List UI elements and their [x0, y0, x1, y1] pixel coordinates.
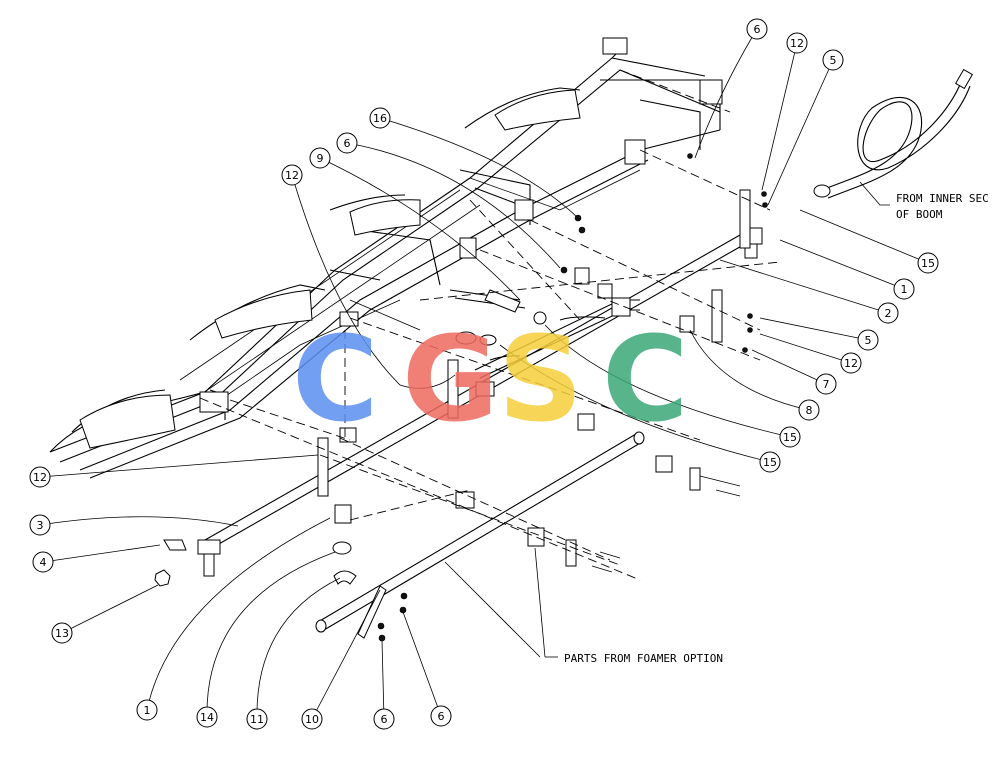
callout-12: 12 [281, 164, 303, 186]
svg-text:12: 12 [844, 357, 858, 370]
svg-text:6: 6 [754, 23, 761, 36]
svg-text:9: 9 [317, 152, 324, 165]
svg-text:12: 12 [285, 169, 299, 182]
callout-9: 9 [309, 147, 331, 169]
cgsc-watermark: C G S C [292, 310, 689, 448]
svg-text:14: 14 [200, 711, 214, 724]
boom-frame [49, 37, 723, 479]
callout-4: 4 [32, 551, 54, 573]
svg-text:3: 3 [37, 519, 44, 532]
svg-text:12: 12 [33, 471, 47, 484]
foamer-option-note: PARTS FROM FOAMER OPTION [564, 652, 723, 665]
callout-14: 14 [196, 706, 218, 728]
callout-15: 15 [759, 451, 781, 473]
callout-6: 6 [430, 705, 452, 727]
svg-text:2: 2 [885, 307, 892, 320]
svg-text:12: 12 [790, 37, 804, 50]
callout-1: 1 [893, 278, 915, 300]
svg-text:15: 15 [763, 456, 777, 469]
svg-text:11: 11 [250, 713, 264, 726]
svg-text:4: 4 [40, 556, 47, 569]
callout-12: 12 [840, 352, 862, 374]
callout-16: 16 [369, 107, 391, 129]
spray-boom-pipe [154, 153, 768, 642]
hose-assembly [813, 68, 974, 206]
callout-8: 8 [798, 399, 820, 421]
callout-6: 6 [373, 708, 395, 730]
callout-13: 13 [51, 622, 73, 644]
svg-text:16: 16 [373, 112, 387, 125]
watermark-letter-s: S [498, 310, 583, 448]
callout-6: 6 [746, 18, 768, 40]
svg-text:5: 5 [865, 334, 872, 347]
callout-10: 10 [301, 708, 323, 730]
callout-5: 5 [822, 49, 844, 71]
callout-12: 12 [29, 466, 51, 488]
of-boom-note: OF BOOM [896, 208, 943, 221]
callout-12: 12 [786, 32, 808, 54]
callout-7: 7 [815, 373, 837, 395]
watermark-letter-g: G [402, 310, 499, 448]
svg-text:7: 7 [823, 378, 830, 391]
callout-bubbles: 6 12 5 16 6 9 12 15 1 2 5 12 7 8 15 15 1… [29, 18, 939, 730]
exploded-view-centerlines [199, 69, 781, 581]
svg-text:6: 6 [438, 710, 445, 723]
svg-text:1: 1 [901, 283, 908, 296]
callout-5: 5 [857, 329, 879, 351]
svg-text:5: 5 [830, 54, 837, 67]
svg-text:8: 8 [806, 404, 813, 417]
leader-lines [39, 28, 929, 720]
watermark-letter-c2: C [602, 310, 689, 448]
callout-2: 2 [877, 302, 899, 324]
callout-15: 15 [779, 426, 801, 448]
callout-3: 3 [29, 514, 51, 536]
svg-text:6: 6 [344, 137, 351, 150]
watermark-letter-c1: C [292, 310, 379, 448]
callout-1: 1 [136, 699, 158, 721]
svg-text:15: 15 [921, 257, 935, 270]
from-inner-section-note: FROM INNER SEC [896, 192, 989, 205]
svg-text:10: 10 [305, 713, 319, 726]
callout-11: 11 [246, 708, 268, 730]
svg-text:15: 15 [783, 431, 797, 444]
callout-15: 15 [917, 252, 939, 274]
svg-text:1: 1 [144, 704, 151, 717]
callout-6: 6 [336, 132, 358, 154]
svg-text:13: 13 [55, 627, 69, 640]
svg-text:6: 6 [381, 713, 388, 726]
